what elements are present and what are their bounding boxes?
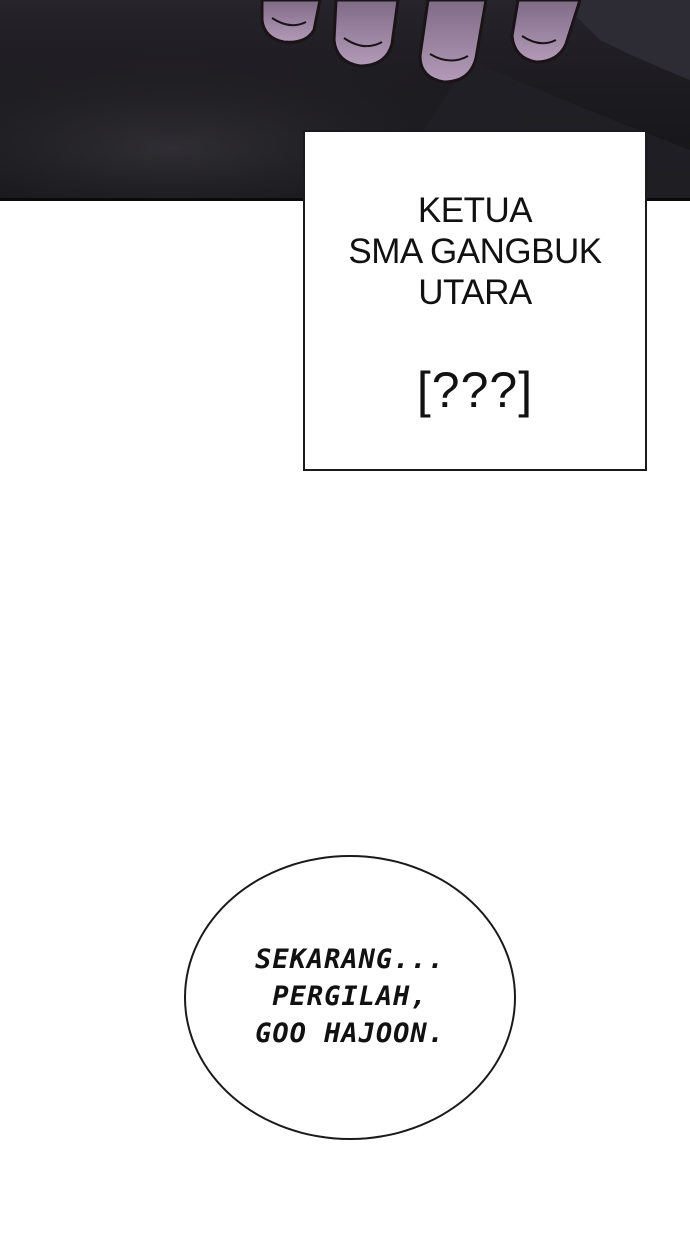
- finger-2: [332, 0, 400, 68]
- caption-title: KETUA SMA GANGBUK UTARA: [305, 190, 645, 313]
- caption-title-line: SMA GANGBUK: [348, 232, 602, 271]
- finger-3: [418, 0, 488, 84]
- speech-bubble: SEKARANG... PERGILAH, GOO HAJOON.: [184, 855, 516, 1140]
- finger-1: [260, 0, 322, 44]
- caption-character-name: [???]: [416, 362, 534, 418]
- finger-4: [510, 0, 582, 64]
- speech-line: SEKARANG...: [255, 944, 445, 975]
- caption-title-line: KETUA: [417, 191, 533, 230]
- caption-box: KETUA SMA GANGBUK UTARA [???]: [303, 130, 647, 471]
- speech-line: PERGILAH,: [272, 981, 428, 1012]
- speech-text: SEKARANG... PERGILAH, GOO HAJOON.: [186, 941, 514, 1052]
- caption-title-line: UTARA: [418, 273, 532, 312]
- speech-line: GOO HAJOON.: [255, 1018, 445, 1049]
